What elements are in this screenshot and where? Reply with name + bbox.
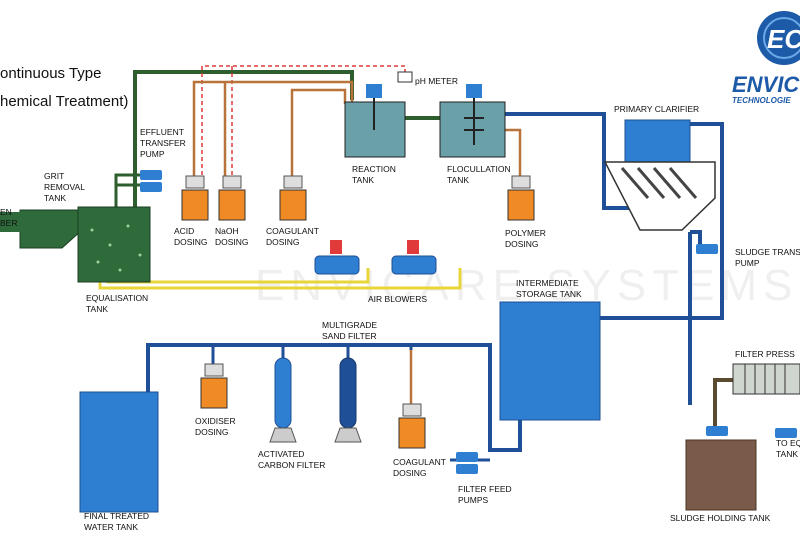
label-eq-1: EQUALISATION	[86, 293, 148, 303]
filter-feed-pumps	[456, 452, 478, 474]
label-acf-1: ACTIVATED	[258, 449, 304, 459]
label-final-1: FINAL TREATED	[84, 511, 149, 521]
acid-dosing-line	[192, 80, 354, 178]
label-naoh-2: DOSING	[215, 237, 249, 247]
label-acid-1: ACID	[174, 226, 194, 236]
label-effluent-3: PUMP	[140, 149, 165, 159]
label-acf-2: CARBON FILTER	[258, 460, 325, 470]
label-screen-chamber-1: EN	[0, 207, 12, 217]
screen-chamber	[0, 212, 22, 232]
naoh-dosing-tank	[218, 175, 246, 221]
label-oxid-1: OXIDISER	[195, 416, 236, 426]
label-eq-2: TANK	[86, 304, 108, 314]
floc-to-clarifier-line	[505, 112, 645, 210]
logo-initials: EC	[767, 24, 800, 54]
label-intermediate-1: INTERMEDIATE	[516, 278, 579, 288]
filter-press	[732, 363, 800, 395]
label-floc-1: FLOCULLATION	[447, 164, 511, 174]
primary-clarifier	[603, 119, 716, 231]
label-coag2-2: DOSING	[393, 468, 427, 478]
coagulant-dosing-tank	[279, 175, 307, 221]
sludge-holding-tank	[685, 439, 757, 511]
label-polymer-2: DOSING	[505, 239, 539, 249]
sludge-to-press-line	[713, 378, 733, 430]
sludge-feed-pump	[706, 426, 728, 436]
label-ph-meter: pH METER	[415, 76, 458, 86]
label-grit-3: TANK	[44, 193, 66, 203]
label-to-eq-1: TO EQ	[776, 438, 800, 448]
label-intermediate-2: STORAGE TANK	[516, 289, 582, 299]
label-screen-chamber-2: BER	[0, 218, 17, 228]
label-coag1-2: DOSING	[266, 237, 300, 247]
label-sludge-transfer-1: SLUDGE TRANS	[735, 247, 800, 257]
label-final-2: WATER TANK	[84, 522, 138, 532]
logo-ring	[763, 17, 800, 59]
logo-name: ENVIC	[732, 72, 800, 97]
label-coag1-1: COAGULANT	[266, 226, 319, 236]
label-reaction-2: TANK	[352, 175, 374, 185]
filter-branch-lines	[211, 345, 413, 366]
label-mgf-2: SAND FILTER	[322, 331, 377, 341]
label-clarifier: PRIMARY CLARIFIER	[614, 104, 699, 114]
company-logo: EC ENVIC TECHNOLOGIE	[732, 11, 800, 105]
label-floc-2: TANK	[447, 175, 469, 185]
to-eq-pump	[775, 428, 797, 438]
label-filter-feed-1: FILTER FEED	[458, 484, 512, 494]
oxidiser-dosing-tank	[200, 363, 228, 409]
eq-aeration-bubbles	[90, 224, 142, 272]
equalisation-tank	[77, 206, 151, 283]
label-effluent-2: TRANSFER	[140, 138, 186, 148]
label-sludge-holding: SLUDGE HOLDING TANK	[670, 513, 771, 523]
effluent-transfer-pump	[140, 170, 162, 192]
label-to-eq-2: TANK	[776, 449, 798, 459]
label-grit-1: GRIT	[44, 171, 64, 181]
label-effluent-1: EFFLUENT	[140, 127, 184, 137]
intermediate-storage-tank	[499, 301, 601, 421]
label-mgf-1: MULTIGRADE	[322, 320, 377, 330]
final-treated-water-tank	[79, 391, 159, 513]
label-acid-2: DOSING	[174, 237, 208, 247]
filter-feed-line	[146, 343, 522, 452]
clarifier-to-intermediate-line	[600, 122, 724, 320]
label-filter-feed-2: PUMPS	[458, 495, 489, 505]
label-naoh-1: NaOH	[215, 226, 239, 236]
label-filter-press: FILTER PRESS	[735, 349, 795, 359]
label-air-blowers: AIR BLOWERS	[368, 294, 427, 304]
polymer-dosing-line	[505, 128, 522, 180]
flocculation-tank	[439, 84, 506, 158]
effluent-pump-suction-line	[114, 173, 140, 210]
logo-circle	[757, 11, 800, 65]
label-reaction-1: REACTION	[352, 164, 396, 174]
label-grit-2: REMOVAL	[44, 182, 85, 192]
reaction-tank	[344, 84, 406, 158]
multigrade-sand-filter	[334, 357, 362, 443]
activated-carbon-filter	[269, 357, 297, 443]
air-blower-1	[314, 240, 360, 275]
logo-sub: TECHNOLOGIE	[732, 96, 791, 105]
grit-removal-tank	[19, 209, 83, 249]
label-polymer-1: POLYMER	[505, 228, 546, 238]
diagram-title-line2: hemical Treatment)	[0, 93, 128, 110]
label-oxid-2: DOSING	[195, 427, 229, 437]
acid-dosing-tank	[181, 175, 209, 221]
coagulant2-dosing-tank	[398, 403, 426, 449]
label-sludge-transfer-2: PUMP	[735, 258, 760, 268]
coagulant-dosing-line	[290, 88, 347, 178]
polymer-dosing-tank	[507, 175, 535, 221]
label-coag2-1: COAGULANT	[393, 457, 446, 467]
ph-meter	[397, 71, 413, 83]
air-blower-2	[391, 240, 437, 275]
diagram-title-line1: ontinuous Type	[0, 65, 101, 82]
sludge-transfer-pump	[696, 244, 718, 254]
